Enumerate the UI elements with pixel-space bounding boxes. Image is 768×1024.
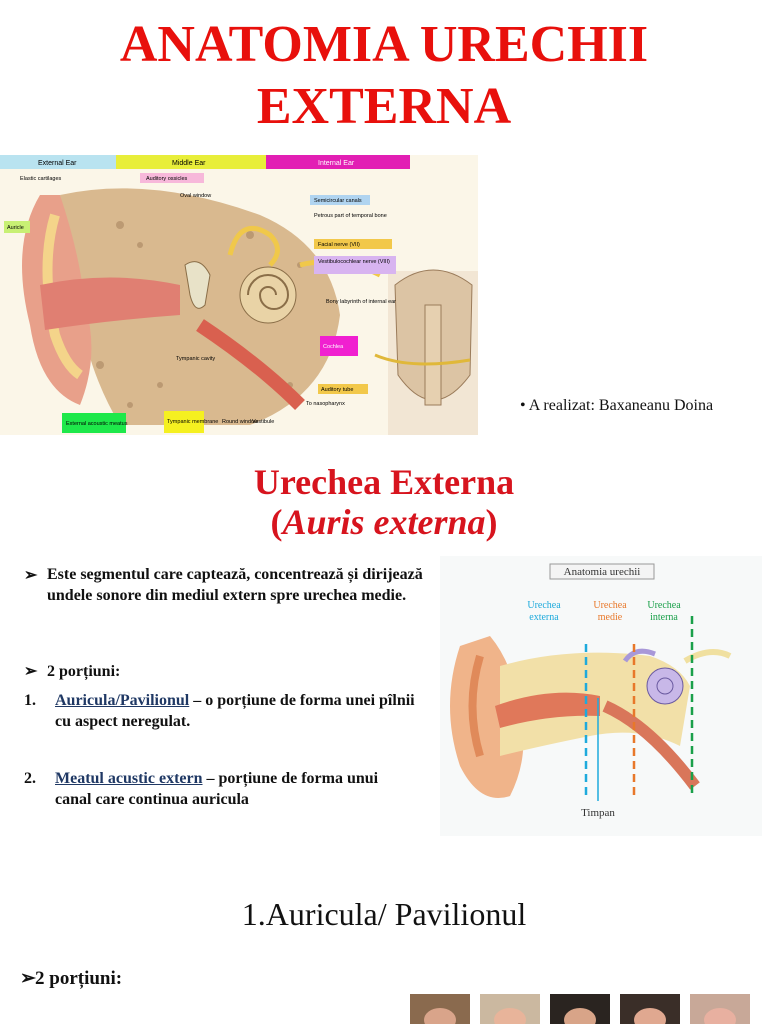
item2-number: 2. [24,770,36,787]
header-internal-ear: Internal Ear [318,160,355,167]
diagram-title: Anatomia urechii [564,566,641,578]
bullet-description: Este segmentul care captează, concentrea… [47,566,423,604]
bullet-portions: 2 porțiuni: [47,663,121,680]
label-vestibulocochlear: Vestibulocochlear nerve (VIII) [318,259,390,265]
bullet-marker-2: ➢ [24,663,38,680]
label-timpan: Timpan [581,807,615,819]
slide3-bullet-marker: ➢ [20,968,36,989]
label-cochlea: Cochlea [323,344,344,350]
label-auricle: Auricle [7,225,24,231]
slide3-title: 1.Auricula/ Pavilionul [241,896,527,932]
label-auditory-ossicles: Auditory ossicles [146,176,188,182]
ear-photos-strip [410,994,750,1024]
label-tympanic-cavity: Tympanic cavity [176,356,215,362]
label-round-window: Round window [222,419,258,425]
label-external-meatus: External acoustic meatus [66,421,128,427]
meatus-link[interactable]: Meatul acustic extern [55,770,203,787]
auricula-link[interactable]: Auricula/Pavilionul [55,692,190,709]
author-bullet: • [520,397,526,414]
label-oval-window: Oval window [180,193,211,199]
item2: Meatul acustic extern – porțiune de form… [55,770,379,808]
ear-anatomy-diagram: External Ear Middle Ear Internal Ear [0,155,478,435]
title-line-1: ANATOMIA URECHII [119,16,649,73]
author-text: A realizat: Baxaneanu Doina [528,397,714,414]
label-auditory-tube: Auditory tube [321,387,353,393]
label-to-nasopharynx: To nasopharynx [306,401,345,407]
label-facial-nerve: Facial nerve (VII) [318,242,360,248]
item1-number: 1. [24,692,36,709]
label-semicircular-canals: Semicircular canals [314,198,362,204]
label-elastic-cartilages: Elastic cartilages [20,176,62,182]
slide2-heading: Urechea Externa (Auris externa) [0,462,768,542]
slide1-title: ANATOMIA URECHII EXTERNA [0,14,768,138]
bullet-marker: ➢ [24,567,38,584]
header-middle-ear: Middle Ear [172,160,206,167]
slide2-subtitle: (Auris externa) [270,502,498,542]
label-vestibule: Vestibule [252,419,274,425]
slide3-bullet: 2 porțiuni: [35,968,123,989]
label-petrous-part: Petrous part of temporal bone [314,213,387,219]
author-line: • A realizat: Baxaneanu Doina [520,397,713,415]
item1: Auricula/Pavilionul – o porțiune de form… [55,692,415,730]
slide2-title: Urechea Externa [253,462,515,502]
header-external-ear: External Ear [38,160,77,167]
label-tympanic-membrane: Tympanic membrane [167,419,218,425]
label-bony-labyrinth: Bony labyrinth of internal ear [326,299,396,305]
title-line-2: EXTERNA [256,78,512,135]
